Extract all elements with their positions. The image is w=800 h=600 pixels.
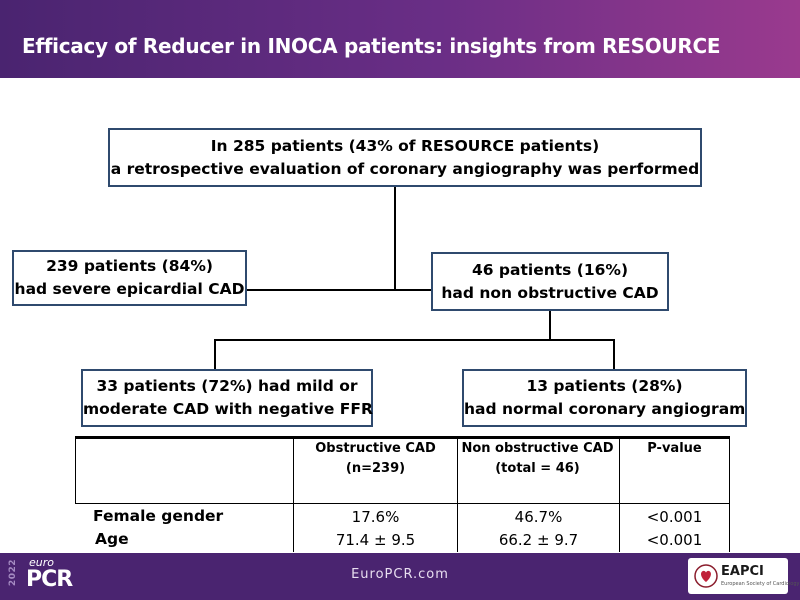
- heart-icon: [694, 564, 718, 588]
- logo-pcr: PCR: [26, 567, 73, 592]
- box-mild-line1: 33 patients (72%) had mild or: [96, 377, 358, 395]
- eapci-wordmark: EAPCI: [721, 564, 764, 579]
- age-obstructive: 71.4 ± 9.5: [335, 531, 416, 549]
- table-right-border: [729, 436, 730, 552]
- page-title: Efficacy of Reducer in INOCA patients: i…: [22, 34, 721, 58]
- connector-right-vertical: [549, 310, 551, 340]
- table-top-rule: [75, 436, 730, 439]
- box-normal-line1: 13 patients (28%): [526, 377, 683, 395]
- footer-bar: 2022 euro PCR EuroPCR.com: [0, 553, 800, 600]
- box-normal-line2: had normal coronary angiogram: [464, 400, 746, 418]
- table-col-divider-2: [457, 436, 458, 552]
- box-severe-line2: had severe epicardial CAD: [14, 280, 245, 298]
- female-nonobstructive: 46.7%: [514, 508, 563, 526]
- header-nonobstructive-line2: (total = 46): [495, 461, 580, 476]
- table-col-divider-1: [293, 436, 294, 552]
- connector-top-vertical: [394, 186, 396, 290]
- box-severe-cad: 239 patients (84%) had severe epicardial…: [12, 250, 247, 306]
- box-nonobs-line2: had non obstructive CAD: [441, 283, 659, 302]
- table-left-border: [75, 436, 76, 503]
- box-nonobs-line1: 46 patients (16%): [471, 260, 629, 279]
- box-total-line1: In 285 patients (43% of RESOURCE patient…: [210, 136, 600, 155]
- table-col-divider-3: [619, 436, 620, 552]
- age-pvalue: <0.001: [646, 531, 703, 549]
- footer-site-link[interactable]: EuroPCR.com: [351, 567, 449, 582]
- connector-split-right: [613, 339, 615, 370]
- header-obstructive-line1: Obstructive CAD: [315, 441, 436, 456]
- connector-split-left: [214, 339, 216, 370]
- box-total-patients: In 285 patients (43% of RESOURCE patient…: [108, 128, 702, 187]
- box-mild-line2: moderate CAD with negative FFR: [83, 400, 373, 418]
- female-pvalue: <0.001: [646, 508, 703, 526]
- row-label-female: Female gender: [93, 507, 224, 525]
- table-header-nonobstructive: Non obstructive CAD (total = 46): [456, 439, 619, 479]
- table-header-pvalue: P-value: [620, 439, 729, 459]
- table-header-rule: [75, 503, 730, 504]
- header-nonobstructive-line1: Non obstructive CAD: [461, 441, 614, 456]
- female-obstructive: 17.6%: [351, 508, 400, 526]
- box-non-obstructive: 46 patients (16%) had non obstructive CA…: [431, 252, 669, 311]
- header-obstructive-line2: (n=239): [345, 461, 406, 476]
- age-nonobstructive: 66.2 ± 9.7: [498, 531, 579, 549]
- connector-middle-horizontal: [246, 289, 432, 291]
- connector-split-horizontal: [214, 339, 615, 341]
- header-pvalue-line1: P-value: [647, 441, 702, 456]
- box-mild-moderate: 33 patients (72%) had mild or moderate C…: [81, 369, 373, 427]
- table-header-obstructive: Obstructive CAD (n=239): [294, 439, 457, 479]
- box-severe-line1: 239 patients (84%): [46, 257, 213, 275]
- header-banner: Efficacy of Reducer in INOCA patients: i…: [0, 0, 800, 78]
- box-normal-angiogram: 13 patients (28%) had normal coronary an…: [462, 369, 747, 427]
- logo-euro: euro: [29, 556, 54, 569]
- eapci-subtitle: European Society of Cardiology: [721, 581, 800, 587]
- comparison-table: Obstructive CAD (n=239) Non obstructive …: [75, 436, 730, 552]
- row-label-age: Age: [95, 530, 129, 548]
- eapci-logo: EAPCI European Society of Cardiology: [688, 558, 800, 594]
- box-total-line2: a retrospective evaluation of coronary a…: [110, 159, 700, 178]
